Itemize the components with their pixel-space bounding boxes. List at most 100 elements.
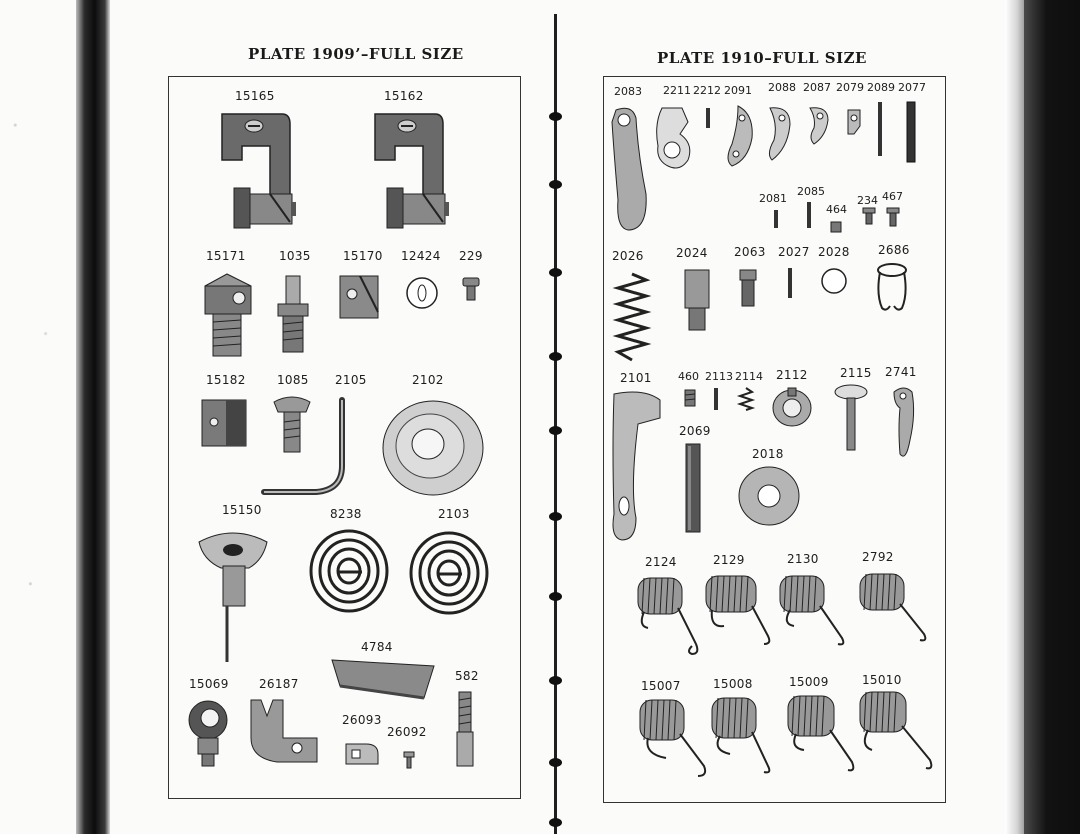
- part-number-26093: 26093: [342, 713, 382, 727]
- part-number-2686: 2686: [878, 243, 910, 257]
- torsion-spring-icon: [639, 699, 707, 777]
- spine-stitch: [549, 676, 562, 685]
- part-number-2741: 2741: [885, 365, 917, 379]
- part-number-2792: 2792: [862, 550, 894, 564]
- spine-stitch: [549, 268, 562, 277]
- spine-stitch: [549, 426, 562, 435]
- part-number-2087: 2087: [803, 81, 831, 94]
- bushing-icon: [739, 269, 757, 307]
- threaded-pin-icon: [456, 691, 474, 767]
- part-number-2114: 2114: [735, 370, 763, 383]
- part-number-2069: 2069: [679, 424, 711, 438]
- spine-stitch: [549, 758, 562, 767]
- small-spring-icon: [736, 387, 756, 411]
- spine-stitch: [549, 180, 562, 189]
- spine-stitch: [549, 352, 562, 361]
- thin-rod-icon: [878, 102, 882, 156]
- part-number-2112: 2112: [776, 368, 808, 382]
- part-number-15009: 15009: [789, 675, 829, 689]
- ring-icon: [821, 268, 847, 294]
- part-number-2089: 2089: [867, 81, 895, 94]
- part-number-26092: 26092: [387, 725, 427, 739]
- part-number-2026: 2026: [612, 249, 644, 263]
- part-number-15150: 15150: [222, 503, 262, 517]
- spiral-spring-icon: [409, 531, 489, 615]
- part-number-2101: 2101: [620, 371, 652, 385]
- part-number-2130: 2130: [787, 552, 819, 566]
- part-number-15165: 15165: [235, 89, 275, 103]
- spiral-spring-icon: [309, 529, 389, 613]
- part-number-2212: 2212: [693, 84, 721, 97]
- right-plate-frame: [603, 76, 946, 803]
- part-number-4784: 4784: [361, 640, 393, 654]
- spine-stitch: [549, 112, 562, 121]
- part-number-12424: 12424: [401, 249, 441, 263]
- part-number-15182: 15182: [206, 373, 246, 387]
- torsion-spring-icon: [711, 697, 771, 774]
- part-number-15162: 15162: [384, 89, 424, 103]
- oval-washer-icon: [406, 277, 438, 309]
- part-number-15010: 15010: [862, 673, 902, 687]
- hook-link-icon: [809, 107, 829, 145]
- tiny-screw-icon: [403, 751, 415, 769]
- part-number-467: 467: [882, 190, 903, 203]
- right-plate-title: PLATE 1910–FULL SIZE: [657, 49, 867, 67]
- set-screw-icon: [830, 221, 842, 233]
- part-number-2081: 2081: [759, 192, 787, 205]
- thin-pin-icon: [774, 210, 778, 228]
- felt-pad-icon: [331, 659, 435, 700]
- torsion-spring-icon: [859, 691, 933, 770]
- coil-spring-icon: [612, 272, 652, 362]
- part-number-464: 464: [826, 203, 847, 216]
- l-wrench-icon: [261, 397, 345, 495]
- part-number-2088: 2088: [768, 81, 796, 94]
- part-number-2077: 2077: [898, 81, 926, 94]
- thumb-screw-icon: [273, 396, 311, 453]
- set-screw-icon: [684, 389, 696, 407]
- torsion-spring-icon: [637, 577, 699, 656]
- part-number-1085: 1085: [277, 373, 309, 387]
- part-number-2027: 2027: [778, 245, 810, 259]
- part-number-2113: 2113: [705, 370, 733, 383]
- part-number-460: 460: [678, 370, 699, 383]
- part-number-2129: 2129: [713, 553, 745, 567]
- left-page-edge: [76, 0, 110, 834]
- threaded-stud-icon: [277, 275, 309, 353]
- square-nut-icon: [339, 275, 379, 319]
- part-number-2103: 2103: [438, 507, 470, 521]
- small-screw-icon: [462, 277, 480, 301]
- part-number-15008: 15008: [713, 677, 753, 691]
- shaft-icon: [685, 443, 701, 533]
- part-number-2102: 2102: [412, 373, 444, 387]
- pin-with-head-icon: [834, 384, 868, 451]
- threaded-clamp-icon: [204, 273, 252, 357]
- book-spine: [554, 14, 557, 834]
- curved-lever-icon: [611, 107, 647, 231]
- curved-hook-icon: [893, 387, 915, 457]
- hook-link-icon: [768, 107, 791, 161]
- bobbin-winder-bracket-icon: [221, 113, 296, 229]
- wire-clip-icon: [877, 263, 907, 311]
- part-number-2028: 2028: [818, 245, 850, 259]
- small-clip-icon: [345, 743, 379, 765]
- curved-link-icon: [727, 105, 753, 167]
- left-plate-frame: [168, 76, 521, 799]
- part-number-2024: 2024: [676, 246, 708, 260]
- part-number-26187: 26187: [259, 677, 299, 691]
- left-plate-title: PLATE 1909’–FULL SIZE: [248, 45, 464, 63]
- part-number-2115: 2115: [840, 366, 872, 380]
- rod-icon: [906, 101, 916, 163]
- thin-pin-icon: [714, 388, 718, 410]
- part-number-2083: 2083: [614, 85, 642, 98]
- needle-bar-plate-icon: [612, 391, 661, 541]
- small-screw-icon: [886, 207, 900, 227]
- part-number-234: 234: [857, 194, 878, 207]
- small-link-icon: [847, 109, 861, 135]
- square-block-icon: [201, 399, 247, 447]
- ring-bracket-icon: [188, 700, 228, 767]
- torsion-spring-icon: [787, 695, 855, 772]
- part-number-2211: 2211: [663, 84, 691, 97]
- forked-bracket-icon: [250, 699, 318, 763]
- thin-pin-icon: [706, 108, 710, 128]
- spine-stitch: [549, 818, 562, 827]
